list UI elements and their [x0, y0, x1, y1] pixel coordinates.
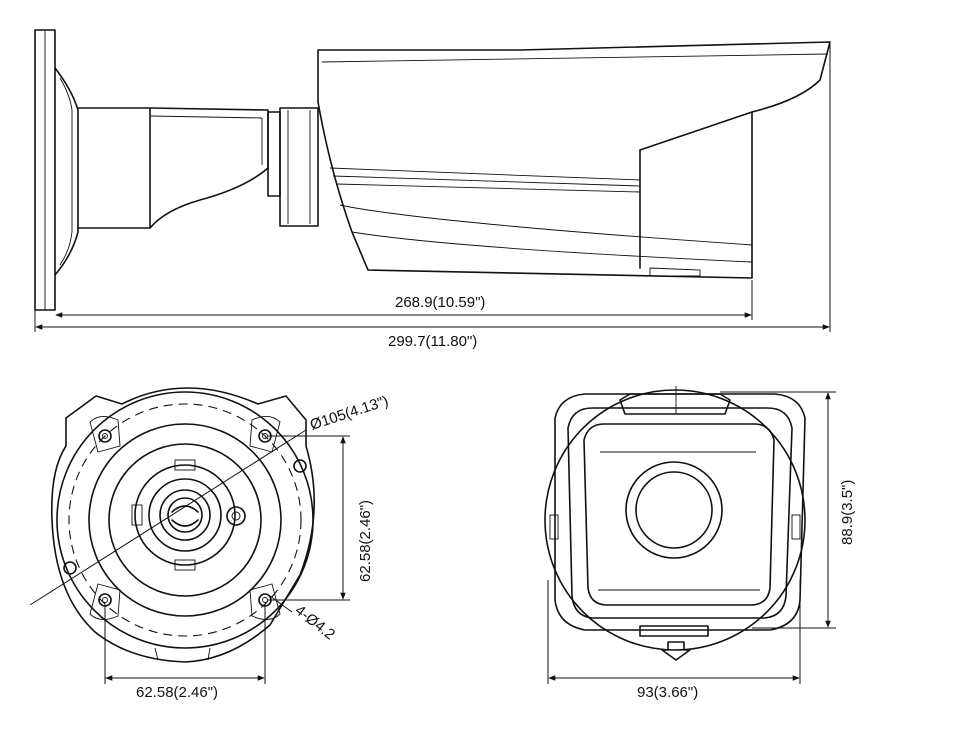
mount-outline — [50, 387, 315, 663]
mount-dimensions: Ø105(4.13") 62.58(2.46") 62.58(2.46") 4-… — [29, 393, 390, 701]
front-height-label: 88.9(3.5") — [839, 480, 856, 545]
joint-collar — [279, 107, 319, 227]
lens-inner — [635, 471, 713, 549]
mount-diameter-label: Ø105(4.13") — [308, 393, 390, 434]
front-view — [544, 386, 806, 661]
lens-outer — [625, 461, 723, 559]
front-glass — [583, 423, 775, 606]
bottom-label-plate — [639, 625, 709, 637]
mount-view — [50, 387, 315, 663]
camera-housing — [317, 41, 831, 279]
mount-arm — [77, 107, 151, 229]
mount-flange — [54, 67, 79, 276]
front-dimensions: 88.9(3.5") 93(3.66") — [547, 391, 856, 701]
mount-holes-label: 4-Ø4.2 — [292, 602, 339, 644]
down-arrow-icon — [661, 641, 691, 661]
body-length-label: 268.9(10.59") — [395, 294, 485, 311]
mounting-holes — [63, 429, 307, 607]
front-base-circle — [544, 389, 806, 651]
total-length-label: 299.7(11.80") — [388, 333, 477, 350]
front-width-label: 93(3.66") — [637, 684, 698, 701]
mount-base-circle — [56, 391, 314, 649]
side-view — [34, 29, 831, 311]
vertical-hole-spacing-label: 62.58(2.46") — [357, 500, 374, 582]
horizontal-hole-spacing-label: 62.58(2.46") — [136, 684, 218, 701]
diameter-leader — [29, 429, 307, 606]
side-dimensions: 268.9(10.59") 299.7(11.80") — [34, 44, 831, 350]
